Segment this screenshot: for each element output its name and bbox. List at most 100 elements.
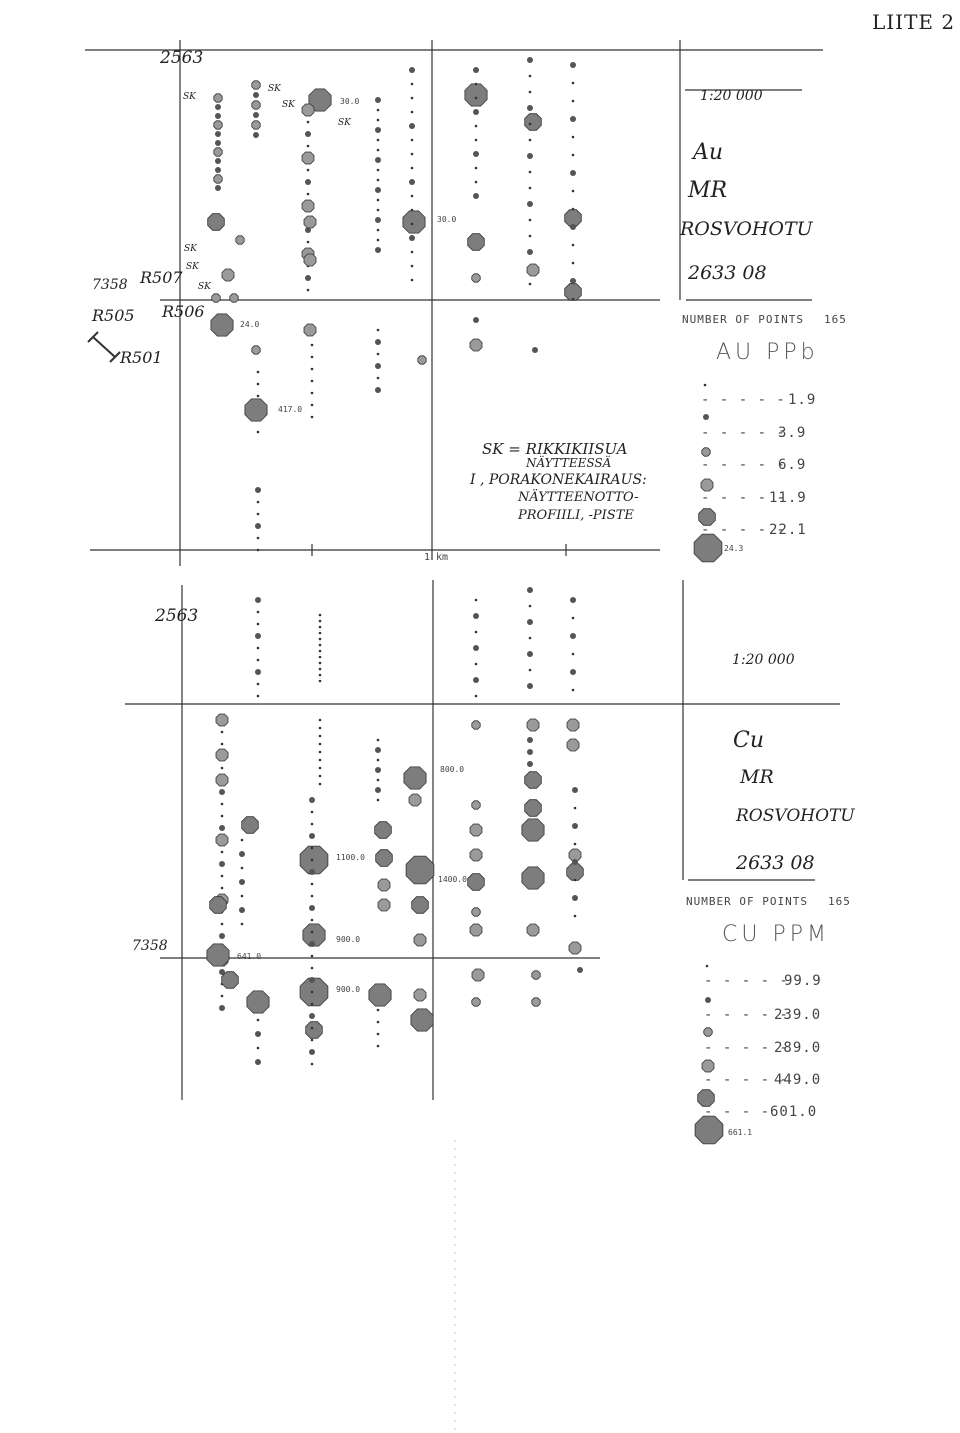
legend-note: I , PORAKONEKAIRAUS: xyxy=(470,472,647,488)
sample-point xyxy=(235,235,245,245)
sample-point xyxy=(375,747,381,753)
sample-point xyxy=(256,512,260,516)
sample-point xyxy=(570,170,576,176)
sample-point xyxy=(239,907,245,913)
sample-point xyxy=(239,879,245,885)
sk-mark: SK xyxy=(184,244,197,254)
sample-point xyxy=(570,224,576,230)
sample-point xyxy=(308,88,332,112)
sample-point xyxy=(526,263,540,277)
sample-point xyxy=(256,382,260,386)
sk-mark: SK xyxy=(183,92,196,102)
sk-mark: SK xyxy=(198,282,211,292)
sample-point xyxy=(467,233,485,251)
sample-point xyxy=(572,859,578,865)
map-scale: 1:20 000 xyxy=(700,88,763,104)
sample-point xyxy=(473,151,479,157)
sample-point xyxy=(527,651,533,657)
value-label: 30.0 xyxy=(437,215,457,224)
sample-point xyxy=(256,646,260,650)
sample-point xyxy=(255,669,261,675)
sample-point xyxy=(310,355,314,359)
legend-value: 449.0 xyxy=(774,1072,822,1088)
sample-point xyxy=(473,677,479,683)
legend-value: 1.9 xyxy=(788,392,817,408)
sample-point xyxy=(376,118,380,122)
sheet-number: 2633 08 xyxy=(688,262,767,284)
sample-point xyxy=(410,82,414,86)
sample-point xyxy=(577,967,583,973)
sample-point xyxy=(528,74,532,78)
sample-point xyxy=(469,823,483,837)
sample-point xyxy=(471,968,485,982)
unit-label: CU PPM xyxy=(722,922,830,947)
sample-point xyxy=(306,240,310,244)
sample-point xyxy=(527,105,533,111)
sample-point xyxy=(527,749,533,755)
sample-point xyxy=(368,983,392,1007)
sample-point xyxy=(464,83,488,107)
sample-point xyxy=(310,343,314,347)
sample-point xyxy=(375,767,381,773)
sample-point xyxy=(410,222,414,226)
area-label: ROSVOHOTU xyxy=(680,218,813,240)
sample-point xyxy=(305,227,311,233)
sample-point xyxy=(255,597,261,603)
sample-point xyxy=(255,1031,261,1037)
number-of-points-value: 165 xyxy=(828,895,851,908)
unit-label: AU PPb xyxy=(716,340,819,365)
sample-point xyxy=(215,748,229,762)
sample-point xyxy=(570,669,576,675)
sk-mark: SK xyxy=(268,84,281,94)
sample-point xyxy=(527,683,533,689)
sample-point xyxy=(571,261,575,265)
sample-point xyxy=(219,969,225,975)
sample-point xyxy=(570,278,576,284)
sample-point xyxy=(318,758,322,762)
sample-point xyxy=(305,179,311,185)
sample-point xyxy=(220,994,224,998)
sample-point xyxy=(524,113,542,131)
sample-point xyxy=(471,800,481,810)
sample-point xyxy=(256,694,260,698)
sample-point xyxy=(309,1013,315,1019)
sample-point xyxy=(310,966,314,970)
sample-point xyxy=(521,818,545,842)
sample-point xyxy=(527,153,533,159)
sample-point xyxy=(528,218,532,222)
number-of-points-label: NUMBER OF POINTS xyxy=(682,313,804,326)
sample-point xyxy=(410,1008,434,1032)
sample-point xyxy=(210,313,234,337)
sample-point xyxy=(211,293,221,303)
legend-note: PROFIILI, -PISTE xyxy=(518,508,634,523)
sample-point xyxy=(255,523,261,529)
dept-label: MR xyxy=(740,766,774,788)
sample-point xyxy=(376,228,380,232)
sample-point xyxy=(256,658,260,662)
sample-point xyxy=(377,898,391,912)
sample-point xyxy=(219,825,225,831)
legend-value: 22.1 xyxy=(769,522,807,538)
sample-point xyxy=(310,918,314,922)
sample-point xyxy=(251,100,261,110)
sample-point xyxy=(299,845,329,875)
sample-point xyxy=(564,283,582,301)
legend-value: 661.1 xyxy=(728,1128,753,1137)
sample-point xyxy=(528,636,532,640)
sample-point xyxy=(220,886,224,890)
sample-point xyxy=(309,941,315,947)
sample-point xyxy=(528,234,532,238)
sample-point xyxy=(571,297,575,301)
sample-point xyxy=(209,896,227,914)
sample-point xyxy=(219,1005,225,1011)
sample-point xyxy=(531,970,541,980)
sample-point xyxy=(219,933,225,939)
page-label: LIITE 2 xyxy=(872,10,956,34)
sample-point xyxy=(215,833,229,847)
sample-point xyxy=(527,587,533,593)
dept-label: MR xyxy=(688,178,728,203)
sample-point xyxy=(310,810,314,814)
sample-point xyxy=(215,113,221,119)
scale-bar-label: 1 km xyxy=(424,552,449,563)
